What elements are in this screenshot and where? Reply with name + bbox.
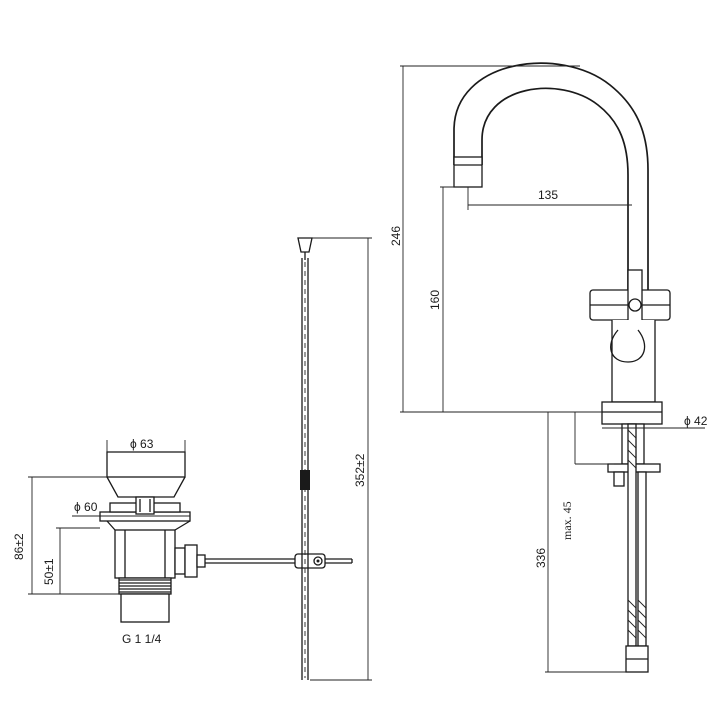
rod-coupler bbox=[300, 470, 310, 490]
waste-thread bbox=[118, 577, 172, 595]
spout-inner bbox=[481, 87, 629, 300]
supply-hoses bbox=[625, 423, 649, 673]
label-rod-length: 352±2 bbox=[353, 453, 367, 487]
faucet bbox=[453, 62, 671, 673]
rod-dimension bbox=[310, 237, 372, 681]
waste-plug-stem bbox=[135, 496, 155, 515]
label-max-thickness: max. 45 bbox=[560, 501, 574, 540]
pop-up-rod bbox=[297, 237, 313, 680]
waste-side-outlet bbox=[174, 547, 186, 575]
waste-cap bbox=[106, 451, 186, 478]
pop-up-waste bbox=[99, 451, 353, 623]
mounting-nut bbox=[613, 471, 625, 487]
rod-knob bbox=[297, 237, 313, 253]
label-total-height: 246 bbox=[389, 226, 403, 246]
label-spout-height: 160 bbox=[428, 290, 442, 310]
waste-cap-taper bbox=[106, 476, 186, 498]
label-spout-reach: 135 bbox=[538, 188, 558, 202]
spout-aerator bbox=[453, 156, 483, 188]
faucet-base bbox=[601, 401, 663, 425]
faucet-dimensions bbox=[400, 65, 705, 673]
waste-body bbox=[114, 529, 176, 579]
spout-outer bbox=[453, 62, 649, 300]
label-hose-length: 336 bbox=[534, 548, 548, 568]
label-thread: G 1 1/4 bbox=[122, 632, 162, 646]
waste-dimensions bbox=[28, 440, 190, 595]
label-diameter-63: ϕ 63 bbox=[130, 437, 154, 451]
label-base-diameter: ϕ 42 bbox=[684, 414, 708, 428]
label-height-50: 50±1 bbox=[42, 558, 56, 585]
label-height-86: 86±2 bbox=[12, 533, 26, 560]
rod-clamp bbox=[294, 553, 326, 569]
label-diameter-60: ϕ 60 bbox=[74, 500, 98, 514]
